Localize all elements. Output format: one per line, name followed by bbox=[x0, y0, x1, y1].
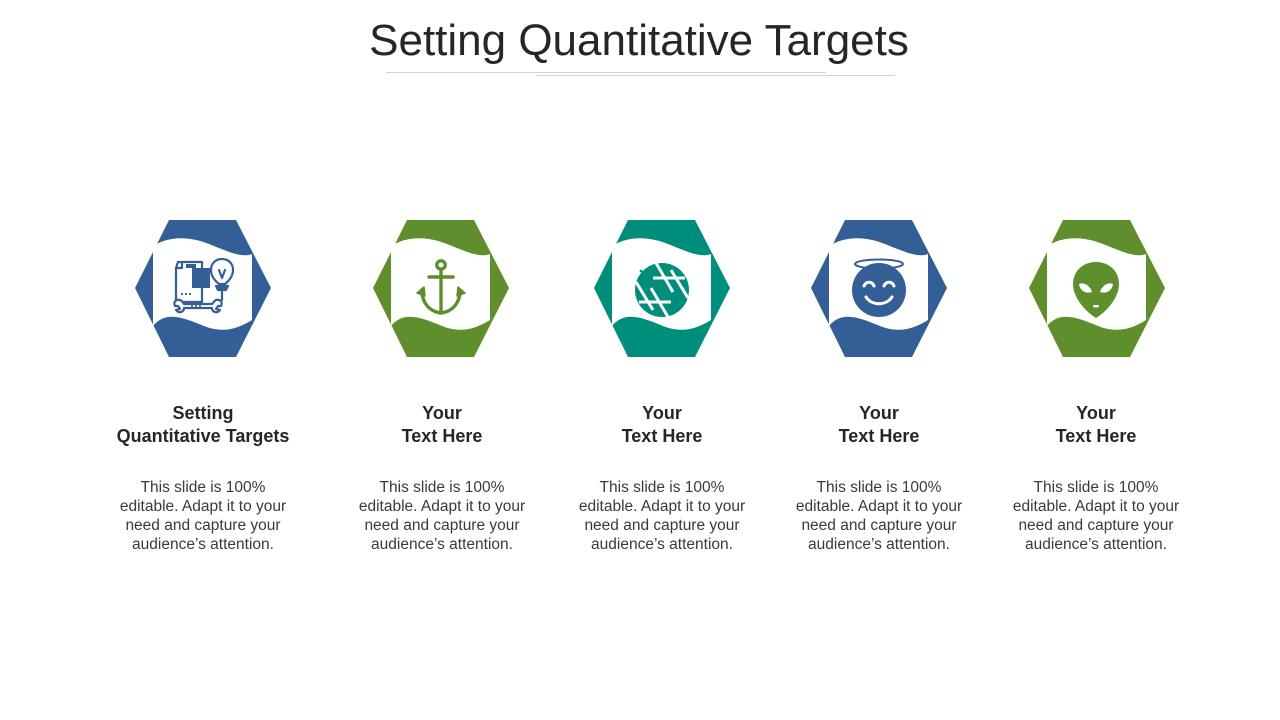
card-description-line: need and capture your bbox=[584, 517, 740, 534]
card-heading: Your Text Here bbox=[332, 402, 552, 448]
angel-smiley-icon bbox=[852, 258, 906, 317]
card-description-line: editable. Adapt it to your bbox=[119, 498, 287, 515]
card-description-line: need and capture your bbox=[125, 517, 281, 534]
card-heading-line: Setting bbox=[172, 403, 234, 423]
card-heading: Your Text Here bbox=[552, 402, 772, 448]
card-description-line: This slide is 100% bbox=[816, 479, 942, 496]
card-description-line: need and capture your bbox=[364, 517, 520, 534]
card-description: This slide is 100% editable. Adapt it to… bbox=[769, 478, 989, 554]
title-underline bbox=[386, 72, 826, 73]
hexagon-badge bbox=[372, 220, 510, 358]
card-heading: Setting Quantitative Targets bbox=[93, 402, 313, 448]
card-description: This slide is 100% editable. Adapt it to… bbox=[332, 478, 552, 554]
card-description: This slide is 100% editable. Adapt it to… bbox=[552, 478, 772, 554]
card-description: This slide is 100% editable. Adapt it to… bbox=[93, 478, 313, 554]
card-description: This slide is 100% editable. Adapt it to… bbox=[986, 478, 1206, 554]
card-heading-line: Your bbox=[642, 403, 682, 423]
anchor-icon bbox=[416, 259, 466, 315]
card-heading-line: Your bbox=[859, 403, 899, 423]
card-description-line: This slide is 100% bbox=[599, 479, 725, 496]
card-description-line: audience’s attention. bbox=[591, 536, 733, 553]
card-description-line: editable. Adapt it to your bbox=[358, 498, 526, 515]
card-description-line: audience’s attention. bbox=[132, 536, 274, 553]
card-description-line: editable. Adapt it to your bbox=[795, 498, 963, 515]
card-heading-line: Text Here bbox=[1055, 426, 1137, 446]
card-description-line: need and capture your bbox=[1018, 517, 1174, 534]
card-heading-line: Text Here bbox=[401, 426, 483, 446]
card-heading: Your Text Here bbox=[769, 402, 989, 448]
card-description-line: audience’s attention. bbox=[1025, 536, 1167, 553]
slide-title: Setting Quantitative Targets bbox=[369, 16, 909, 65]
card-heading-line: Text Here bbox=[838, 426, 920, 446]
process-idea-icon bbox=[173, 257, 235, 314]
card-heading-line: Quantitative Targets bbox=[116, 426, 290, 446]
hexagon-badge bbox=[1028, 220, 1166, 358]
card-heading-line: Your bbox=[1076, 403, 1116, 423]
title-underline-offset bbox=[536, 75, 895, 76]
hexagon-badge bbox=[134, 220, 272, 358]
card-description-line: editable. Adapt it to your bbox=[578, 498, 746, 515]
card-heading: Your Text Here bbox=[986, 402, 1206, 448]
card-heading-line: Your bbox=[422, 403, 462, 423]
card-description-line: editable. Adapt it to your bbox=[1012, 498, 1180, 515]
card-description-line: This slide is 100% bbox=[140, 479, 266, 496]
card-description-line: audience’s attention. bbox=[808, 536, 950, 553]
card-description-line: need and capture your bbox=[801, 517, 957, 534]
hexagon-badge bbox=[810, 220, 948, 358]
camera-aperture-icon bbox=[634, 262, 690, 318]
hexagon-badge bbox=[593, 220, 731, 358]
card-heading-line: Text Here bbox=[621, 426, 703, 446]
card-description-line: This slide is 100% bbox=[1033, 479, 1159, 496]
alien-face-icon bbox=[1073, 262, 1119, 318]
card-description-line: audience’s attention. bbox=[371, 536, 513, 553]
card-description-line: This slide is 100% bbox=[379, 479, 505, 496]
